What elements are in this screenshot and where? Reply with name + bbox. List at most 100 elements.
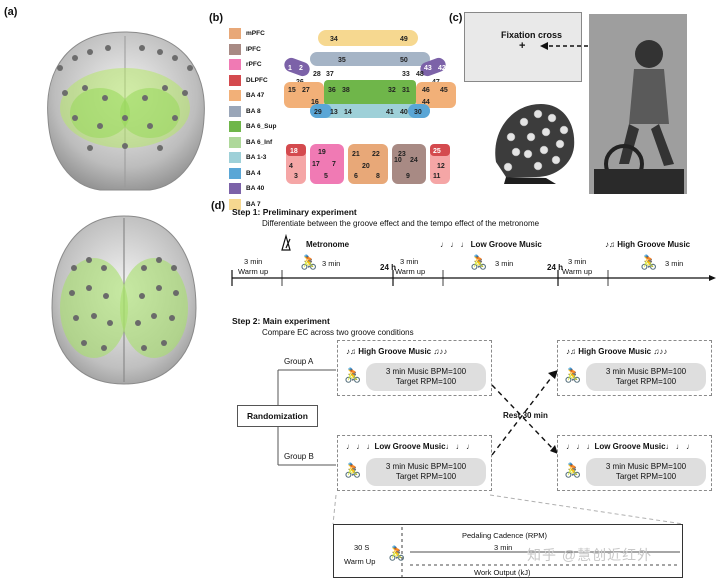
svg-text:35: 35 [338,57,346,64]
randomization-box: Randomization [237,405,318,427]
legend-item: lPFC [229,42,289,58]
music-bpm-text: 3 min Music BPM=100 [605,462,687,471]
svg-text:15: 15 [288,87,296,94]
step2-description: Compare EC across two groove conditions [262,328,414,337]
svg-text:27: 27 [302,87,310,94]
svg-text:17: 17 [312,161,320,168]
step1-timeline [231,270,716,286]
svg-text:32: 32 [388,87,396,94]
svg-text:49: 49 [400,36,408,43]
group-a-label: Group A [284,357,314,366]
svg-text:48: 48 [416,71,424,78]
legend-swatch [229,152,241,164]
legend-item: rPFC [229,57,289,73]
legend-swatch [229,167,241,179]
svg-text:38: 38 [342,87,350,94]
metronome-icon [281,234,291,251]
pedaling-detail-diagram [401,527,680,577]
condition-detail-bar: 3 min Music BPM=100 Target RPM=100 [366,458,486,486]
legend-label: BA 4 [246,169,261,177]
svg-text:25: 25 [433,148,441,155]
work-output-label: Work Output (kJ) [474,568,531,577]
step1-warmup-2-label: Warm up [395,267,426,276]
brain-front-view [47,31,205,191]
legend-swatch [229,183,241,195]
legend-swatch [229,105,241,117]
target-rpm-text: Target RPM=100 [395,472,457,481]
pedaling-detail-box: 30 S Warm Up 🚴 Pedaling Cadence (RPM) 3 … [333,524,683,578]
legend-label: BA 8 [246,107,261,115]
svg-text:6: 6 [354,173,358,180]
legend-label: mPFC [246,30,265,38]
step2-title: Step 2: Main experiment [232,316,330,326]
step1-seg3-minutes: 3 min [665,259,684,268]
legend-item: BA 1-3 [229,150,289,166]
svg-text:16: 16 [311,99,319,106]
watermark: 知乎 @慧创近红外 [527,547,653,563]
condition-box-a-high: ♪♫ High Groove Music ♫♪♪ 3 min Music BPM… [337,340,492,396]
bike-icon: 🚴 [344,462,362,478]
svg-text:50: 50 [400,57,408,64]
svg-text:23: 23 [398,151,406,158]
svg-text:42: 42 [438,65,446,72]
condition-detail-bar: 3 min Music BPM=100 Target RPM=100 [586,363,706,391]
high-groove-text: High Groove Music [617,240,691,249]
svg-text:19: 19 [318,149,326,156]
legend-swatch [229,43,241,55]
svg-text:40: 40 [400,109,408,116]
svg-text:21: 21 [352,151,360,158]
legend-label: BA 7 [246,200,261,208]
svg-text:10: 10 [394,157,402,164]
legend-swatch [229,90,241,102]
panel-label-b: (b) [209,12,224,24]
legend-item: BA 7 [229,197,289,213]
legend-item: BA 47 [229,88,289,104]
step1-warmup-2-time: 3 min [400,257,419,266]
svg-text:4: 4 [289,163,293,170]
legend-item: BA 4 [229,166,289,182]
low-groove-text: Low Groove Music [470,240,542,249]
cadence-label: Pedaling Cadence (RPM) [462,531,548,540]
bike-icon: 🚴 [640,254,658,270]
duration-label: 3 min [494,543,513,552]
svg-text:13: 13 [330,109,338,116]
bike-icon: 🚴 [564,367,582,383]
svg-text:45: 45 [440,87,448,94]
svg-text:33: 33 [402,71,410,78]
music-bpm-text: 3 min Music BPM=100 [385,367,467,376]
bike-icon: 🚴 [344,367,362,383]
svg-text:30: 30 [414,109,422,116]
condition-detail-bar: 3 min Music BPM=100 Target RPM=100 [586,458,706,486]
condition-title: ♩ ♩ ♩Low Groove Music♩ ♩ ♩ [346,442,475,451]
music-bpm-text: 3 min Music BPM=100 [385,462,467,471]
legend-label: BA 6_Inf [246,138,273,146]
svg-text:44: 44 [422,99,430,106]
brain-top-view [51,215,197,385]
fixation-title: Fixation cross [501,30,563,40]
legend-item: mPFC [229,26,289,42]
legend-swatch [229,28,241,40]
svg-text:29: 29 [314,109,322,116]
legend-swatch [229,59,241,71]
fixation-screen [464,12,582,82]
legend-item: BA 6_Inf [229,135,289,151]
svg-text:28: 28 [313,71,321,78]
legend-label: DLPFC [246,76,268,84]
bike-icon: 🚴 [470,254,488,270]
svg-text:24: 24 [410,157,418,164]
svg-text:11: 11 [433,173,441,180]
rest-label: Rest 30 min [503,411,548,420]
panel-label-c: (c) [449,12,463,24]
svg-text:43: 43 [424,65,432,72]
region-legend: mPFC lPFC rPFC DLPFC BA 47 BA 8 BA 6_Sup… [229,26,289,212]
step1-warmup-1-label: Warm up [238,267,269,276]
bike-icon: 🚴 [564,462,582,478]
target-rpm-text: Target RPM=100 [615,472,677,481]
legend-label: BA 47 [246,92,265,100]
panel-label-d: (d) [211,200,226,212]
legend-swatch [229,74,241,86]
step1-title: Step 1: Preliminary experiment [232,207,357,217]
legend-label: lPFC [246,45,261,53]
svg-text:20: 20 [362,163,370,170]
